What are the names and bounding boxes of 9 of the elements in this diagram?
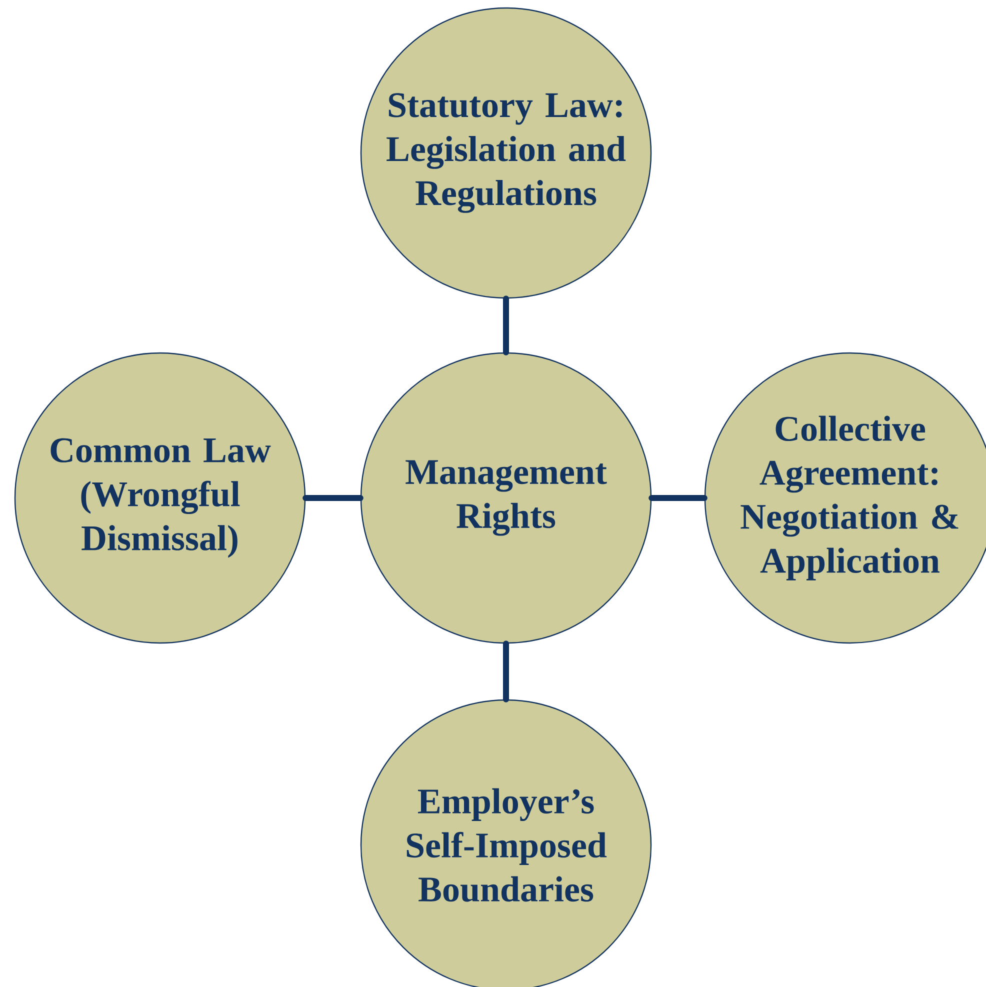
connector-line bbox=[302, 495, 364, 501]
circle-node: Management Rights bbox=[360, 352, 652, 644]
circle-node: Employer’s Self-Imposed Boundaries bbox=[360, 699, 652, 987]
connector-line bbox=[503, 640, 509, 702]
circle-node: Statutory Law: Legislation and Regulations bbox=[360, 7, 652, 299]
connector-line bbox=[503, 296, 509, 356]
connector-line bbox=[648, 495, 708, 501]
circle-node: Collective Agreement: Negotiation & Application bbox=[704, 352, 986, 644]
circle-node: Common Law (Wrongful Dismissal) bbox=[14, 352, 306, 644]
